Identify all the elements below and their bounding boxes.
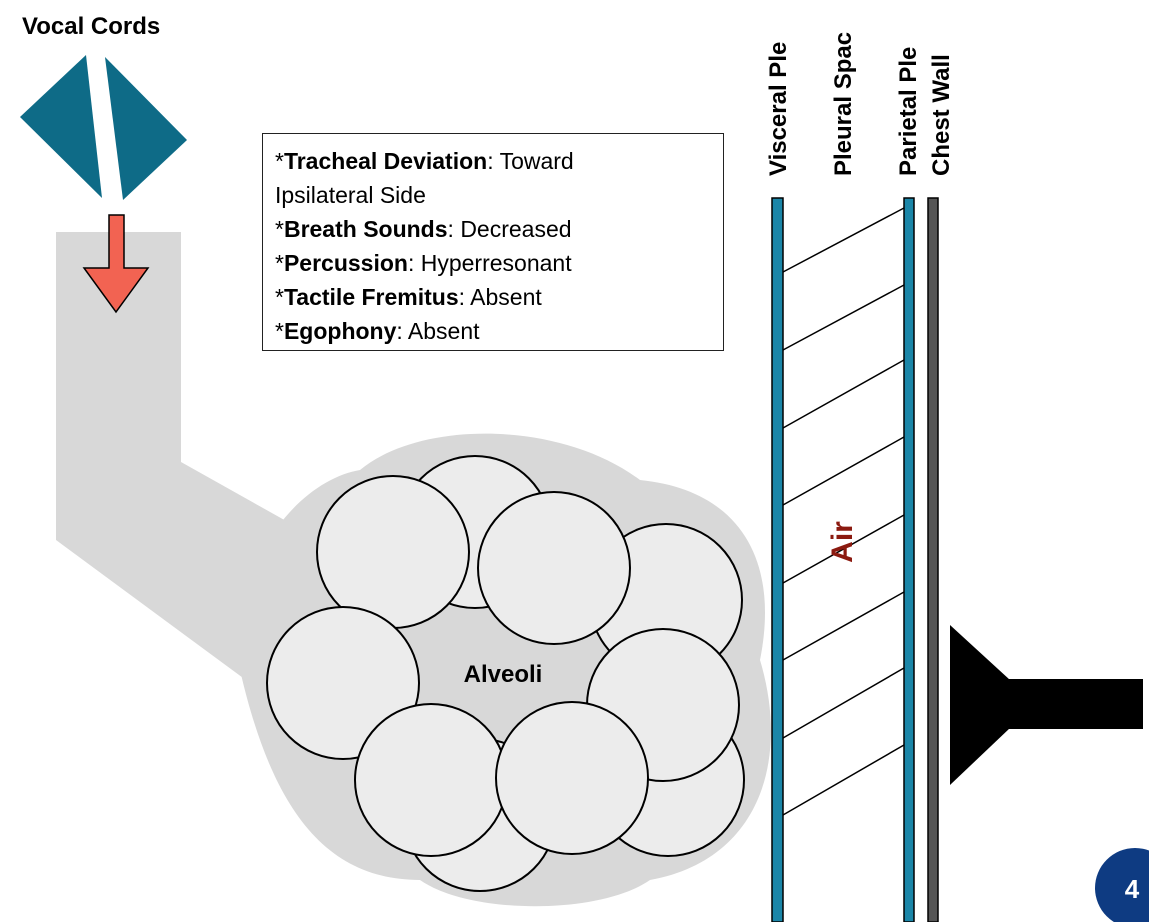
finding-value: Hyperresonant <box>420 250 572 276</box>
parietal-pleura-label: Parietal Ple <box>895 47 922 176</box>
chest-wall <box>927 197 939 922</box>
stethoscope-icon <box>950 625 1143 785</box>
finding-value: Absent <box>470 284 542 310</box>
chest-wall-label: Chest Wall <box>928 54 955 176</box>
finding-term: Percussion <box>283 250 408 276</box>
alveolus <box>316 475 470 629</box>
left-vocal-cord <box>20 55 102 198</box>
finding-sep: : <box>407 250 421 276</box>
finding-sep: : <box>447 216 461 242</box>
bullet-prefix: * <box>275 250 284 276</box>
finding-value: Absent <box>407 318 480 344</box>
finding-sep: : <box>458 284 471 310</box>
finding-term: Tactile Fremitus <box>283 284 459 310</box>
visceral-pleura-label: Visceral Ple <box>765 42 792 176</box>
vocal-cords-icon <box>20 55 187 200</box>
slide-number-badge: 4 <box>1095 848 1149 922</box>
finding-sep: : <box>487 148 500 174</box>
finding-row-tactile-fremitus: *Tactile Fremitus: Absent <box>275 280 711 314</box>
airflow-arrow-icon <box>82 214 150 314</box>
alveolus <box>354 703 508 857</box>
vocal-cords-label: Vocal Cords <box>22 13 160 40</box>
air-label: Air <box>826 521 859 563</box>
findings-box: *Tracheal Deviation: Toward Ipsilateral … <box>262 133 724 351</box>
finding-row-tracheal-deviation: *Tracheal Deviation: Toward <box>275 144 711 178</box>
finding-sep: : <box>396 318 408 344</box>
finding-value: Toward <box>499 148 574 174</box>
alveoli-cluster <box>266 455 745 892</box>
bullet-prefix: * <box>275 216 284 242</box>
finding-continuation: Ipsilateral Side <box>275 182 426 208</box>
finding-term: Breath Sounds <box>283 216 448 242</box>
finding-term: Egophony <box>283 318 397 344</box>
parietal-pleura <box>903 197 915 922</box>
alveoli-label: Alveoli <box>464 661 543 688</box>
finding-row-breath-sounds: *Breath Sounds: Decreased <box>275 212 711 246</box>
finding-row-egophony: *Egophony: Absent <box>275 314 711 348</box>
pleural-space-hatching <box>782 207 905 816</box>
finding-value: Decreased <box>460 216 572 242</box>
alveolus <box>477 491 631 645</box>
bullet-prefix: * <box>275 318 284 344</box>
finding-row-percussion: *Percussion: Hyperresonant <box>275 246 711 280</box>
pleural-space-label: Pleural Spac <box>830 32 857 176</box>
alveolus <box>266 606 420 760</box>
bullet-prefix: * <box>275 284 284 310</box>
slide-number: 4 <box>1125 874 1140 904</box>
bullet-prefix: * <box>275 148 284 174</box>
visceral-pleura <box>771 197 784 922</box>
alveolus <box>495 701 649 855</box>
finding-term: Tracheal Deviation <box>283 148 488 174</box>
right-vocal-cord <box>105 57 187 200</box>
